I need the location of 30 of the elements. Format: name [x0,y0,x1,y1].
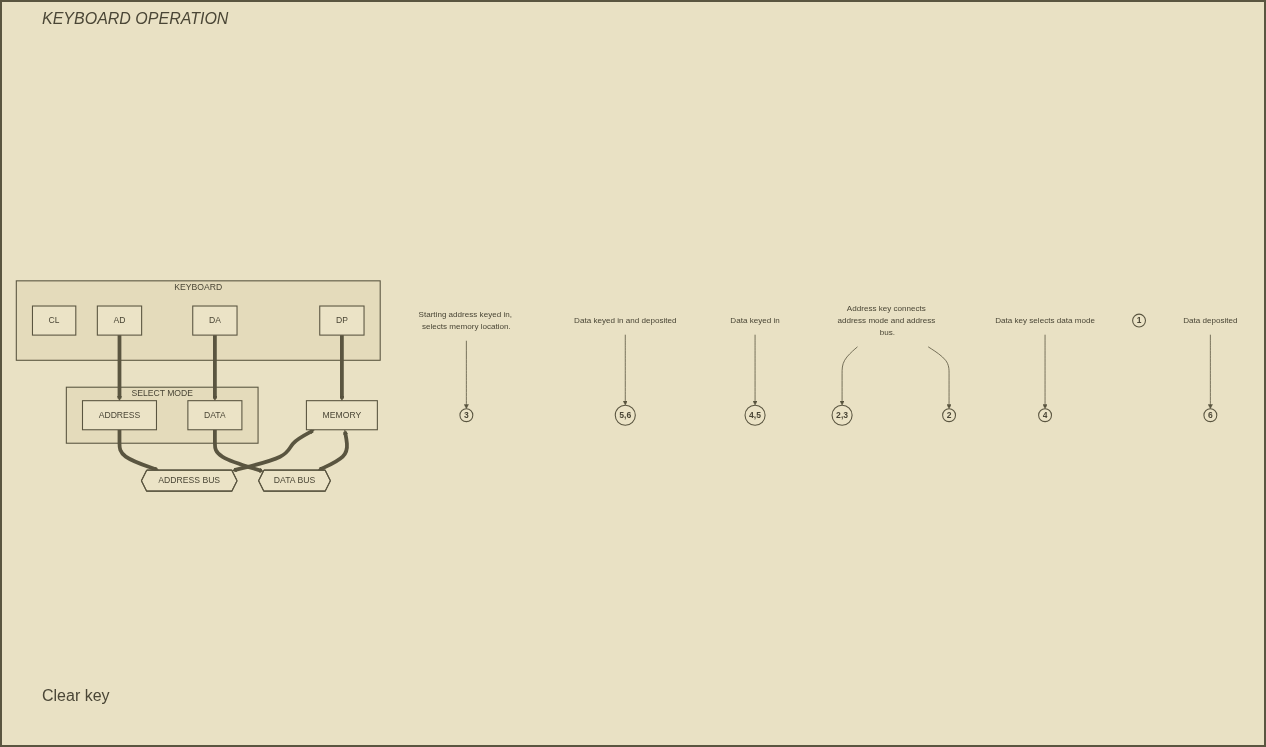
arrow [317,429,349,472]
arrow [213,429,264,473]
arrow [212,335,218,401]
node-text: Data deposited [1183,315,1238,325]
node-circle: 5,6 [614,404,636,426]
node-text: Starting address keyed in, selects memory location. [418,309,512,331]
node-text: Address key connects address mode and address bus. [837,303,936,337]
arrow [117,429,160,472]
node-text: Data keyed in [730,315,780,325]
node-box: CL [31,305,77,336]
arrow [232,429,315,472]
node-circle: 4,5 [744,404,766,426]
node-text: Data keyed in and deposited [574,315,677,325]
node-circle: 3 [459,408,474,423]
node-box: MEMORY [305,400,378,431]
node-text: Data key selects data mode [995,315,1095,325]
node-circle: 1 [1132,313,1146,328]
node-box: DATA [187,400,243,431]
node-circle: 4 [1038,408,1053,423]
arrow [117,335,122,401]
node-box: ADDRESS [81,400,157,431]
node-box: DA [192,305,238,336]
note-text: Clear key [42,687,110,705]
arrow [339,335,345,401]
node-circle: 2 [942,408,957,423]
node-box: DP [319,305,365,336]
node-box: AD [96,305,143,336]
node-circle: 6 [1203,408,1218,423]
diagram-title: KEYBOARD OPERATION [42,10,229,28]
node-circle: 2,3 [831,404,853,426]
